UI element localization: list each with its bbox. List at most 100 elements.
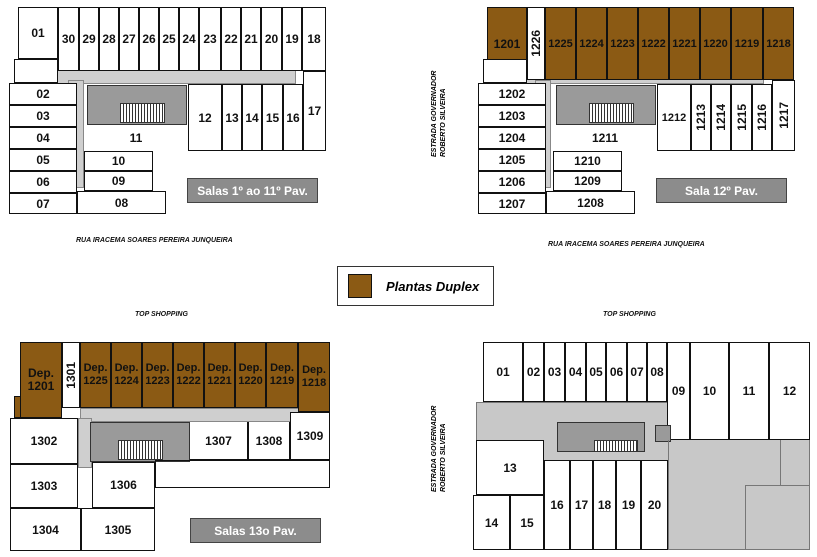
room-23[interactable]: 23 xyxy=(199,7,221,71)
room-1219[interactable]: 1219 xyxy=(731,7,763,80)
room-09[interactable]: 09 xyxy=(84,171,153,191)
room-1309[interactable]: 1309 xyxy=(290,412,330,460)
room-12[interactable]: 12 xyxy=(769,342,810,440)
room-16[interactable]: 16 xyxy=(283,84,303,151)
room-02[interactable]: 02 xyxy=(9,83,77,105)
room-10[interactable]: 10 xyxy=(690,342,729,440)
room-1220[interactable]: 1220 xyxy=(700,7,731,80)
room-14[interactable]: 14 xyxy=(473,495,510,550)
room-1305[interactable]: 1305 xyxy=(81,508,155,551)
room-1224[interactable]: 1224 xyxy=(576,7,607,80)
room-03[interactable]: 03 xyxy=(9,105,77,127)
room-01[interactable]: 01 xyxy=(18,7,58,59)
room-1210[interactable]: 1210 xyxy=(553,151,622,171)
room-15[interactable]: 15 xyxy=(262,84,283,151)
room-dep-1223[interactable]: Dep.1223 xyxy=(142,342,173,408)
room-02[interactable]: 02 xyxy=(523,342,544,402)
room-dep-1224[interactable]: Dep.1224 xyxy=(111,342,142,408)
room-1207[interactable]: 1207 xyxy=(478,193,546,214)
room-1301[interactable]: 1301 xyxy=(62,342,80,408)
room-06[interactable]: 06 xyxy=(606,342,627,402)
room-1208[interactable]: 1208 xyxy=(546,191,635,214)
room-12[interactable]: 12 xyxy=(188,84,222,151)
legend-swatch xyxy=(348,274,372,298)
room-1216[interactable]: 1216 xyxy=(752,84,772,151)
room-08[interactable]: 08 xyxy=(77,191,166,214)
room-1212[interactable]: 1212 xyxy=(657,84,691,151)
room-06[interactable]: 06 xyxy=(9,171,77,193)
room-03[interactable]: 03 xyxy=(544,342,565,402)
room-1223[interactable]: 1223 xyxy=(607,7,638,80)
legend-label: Plantas Duplex xyxy=(386,278,480,294)
room-15[interactable]: 15 xyxy=(510,495,544,550)
room-1217[interactable]: 1217 xyxy=(772,80,795,151)
room-dep-1225[interactable]: Dep.1225 xyxy=(80,342,111,408)
street-label-top-1: TOP SHOPPING xyxy=(135,311,188,318)
room-1211[interactable]: 1211 xyxy=(591,131,619,145)
room-17[interactable]: 17 xyxy=(303,71,326,151)
room-01[interactable]: 01 xyxy=(483,342,523,402)
room-1206[interactable]: 1206 xyxy=(478,171,546,193)
room-05[interactable]: 05 xyxy=(9,149,77,171)
room-04[interactable]: 04 xyxy=(9,127,77,149)
room-1303[interactable]: 1303 xyxy=(10,464,78,508)
room-28[interactable]: 28 xyxy=(99,7,119,71)
room-1203[interactable]: 1203 xyxy=(478,105,546,127)
room-1204[interactable]: 1204 xyxy=(478,127,546,149)
room-20[interactable]: 20 xyxy=(261,7,282,71)
room-25[interactable]: 25 xyxy=(159,7,179,71)
legend: Plantas Duplex xyxy=(337,266,494,306)
room-1221[interactable]: 1221 xyxy=(669,7,700,80)
room-21[interactable]: 21 xyxy=(241,7,261,71)
room-26[interactable]: 26 xyxy=(139,7,159,71)
room-1209[interactable]: 1209 xyxy=(553,171,622,191)
room-07[interactable]: 07 xyxy=(627,342,647,402)
room-10[interactable]: 10 xyxy=(84,151,153,171)
room-1213[interactable]: 1213 xyxy=(691,84,711,151)
room-11[interactable]: 11 xyxy=(729,342,769,440)
room-27[interactable]: 27 xyxy=(119,7,139,71)
room-dep-1221[interactable]: Dep.1221 xyxy=(204,342,235,408)
room-13[interactable]: 13 xyxy=(476,440,544,495)
room-1308[interactable]: 1308 xyxy=(248,422,290,460)
room-1222[interactable]: 1222 xyxy=(638,7,669,80)
room-1214[interactable]: 1214 xyxy=(711,84,731,151)
room-dep-1222[interactable]: Dep.1222 xyxy=(173,342,204,408)
room-24[interactable]: 24 xyxy=(179,7,199,71)
room-dep-1218[interactable]: Dep.1218 xyxy=(298,342,330,412)
room-1307[interactable]: 1307 xyxy=(190,422,248,460)
room-30[interactable]: 30 xyxy=(58,7,79,71)
room-1202[interactable]: 1202 xyxy=(478,83,546,105)
room-1226[interactable]: 1226 xyxy=(527,7,545,80)
room-09[interactable]: 09 xyxy=(667,342,690,440)
room-20[interactable]: 20 xyxy=(641,460,668,550)
room-08[interactable]: 08 xyxy=(647,342,667,402)
room-05[interactable]: 05 xyxy=(586,342,606,402)
room-1218[interactable]: 1218 xyxy=(763,7,794,80)
room-19[interactable]: 19 xyxy=(282,7,302,71)
room-1306[interactable]: 1306 xyxy=(92,462,155,508)
room-22[interactable]: 22 xyxy=(221,7,241,71)
street-label-rua-1: RUA IRACEMA SOARES PEREIRA JUNQUEIRA xyxy=(76,237,233,244)
room-17[interactable]: 17 xyxy=(570,460,593,550)
room-16[interactable]: 16 xyxy=(544,460,570,550)
room-18[interactable]: 18 xyxy=(302,7,326,71)
room-18[interactable]: 18 xyxy=(593,460,616,550)
room-1304[interactable]: 1304 xyxy=(10,508,81,551)
room-11[interactable]: 11 xyxy=(129,131,143,145)
room-14[interactable]: 14 xyxy=(242,84,262,151)
room-1215[interactable]: 1215 xyxy=(731,84,752,151)
room-1302[interactable]: 1302 xyxy=(10,418,78,464)
room-04[interactable]: 04 xyxy=(565,342,586,402)
room-dep-1219[interactable]: Dep.1219 xyxy=(266,342,298,408)
room-19[interactable]: 19 xyxy=(616,460,641,550)
room-13[interactable]: 13 xyxy=(222,84,242,151)
room-dep-1201[interactable]: Dep.1201 xyxy=(20,342,62,418)
room-07[interactable]: 07 xyxy=(9,193,77,214)
room-dep-1220[interactable]: Dep.1220 xyxy=(235,342,266,408)
room-1205[interactable]: 1205 xyxy=(478,149,546,171)
room-29[interactable]: 29 xyxy=(79,7,99,71)
plan3-caption: Salas 13o Pav. xyxy=(190,518,321,543)
room-1225[interactable]: 1225 xyxy=(545,7,576,80)
